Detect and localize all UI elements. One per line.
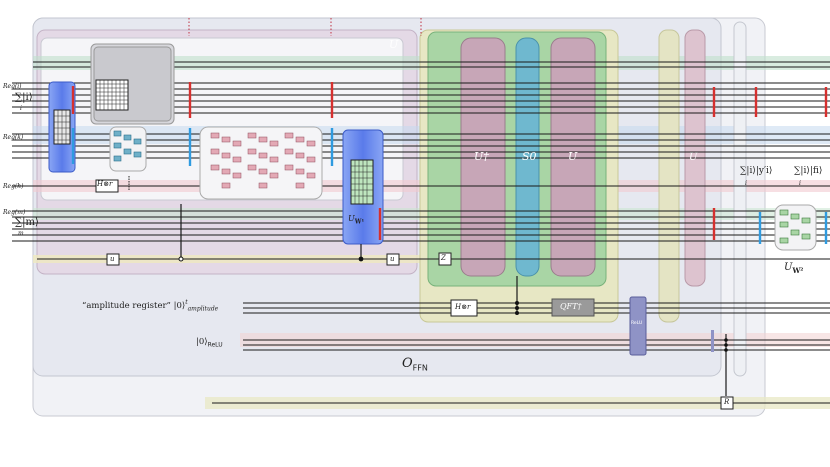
u-w1-label: UW¹ — [348, 214, 365, 226]
u-right-label: U — [568, 150, 578, 163]
faint-olive-column — [658, 29, 680, 323]
control-dot-3 — [515, 306, 519, 310]
reg-i-sum: ∑|i⟩ — [15, 92, 33, 103]
z-box — [438, 252, 452, 266]
u-box-2 — [386, 253, 400, 266]
qft-dagger-box — [551, 298, 595, 317]
ket-y-label: ∑|i⟩|y′i⟩ — [740, 166, 773, 176]
control-dot-6 — [724, 343, 728, 347]
s0-label: S0 — [522, 150, 537, 163]
hadamard-left-label: H⊗r — [97, 180, 113, 188]
relu-gate-box — [629, 296, 647, 356]
reg-h-label: Reg(h) — [3, 183, 24, 190]
control-dot-1 — [358, 256, 364, 262]
relu-gate-label: ReLU — [631, 321, 643, 326]
control-dot-5 — [724, 338, 728, 342]
ket-f-label: ∑|i⟩|fi⟩ — [794, 166, 823, 176]
left-grid-icon — [53, 109, 71, 145]
control-dot-7 — [724, 348, 728, 352]
r-box-label: R — [724, 398, 730, 406]
control-dot-open — [178, 256, 184, 262]
red-marks — [71, 82, 828, 240]
reg-m-sum-sub: m — [18, 230, 24, 237]
hadamard-mid-box — [450, 299, 478, 317]
u-box-1 — [106, 253, 120, 266]
reg-i-label: Reg(i) — [3, 83, 22, 90]
r-box — [720, 396, 734, 410]
ket-y-sub: i — [745, 180, 747, 187]
u-box-2-label: u — [390, 255, 395, 263]
u-box-1-label: u — [110, 255, 115, 263]
u-w2-icon — [774, 204, 817, 251]
hadamard-left-box — [95, 179, 119, 193]
big-u-label: U — [389, 38, 399, 51]
u-w1-grid-icon — [350, 159, 374, 205]
ffn-label: OFFN — [402, 356, 428, 373]
control-dot-2 — [515, 301, 519, 305]
faint-grey-column — [733, 21, 747, 377]
blue-marks — [71, 128, 828, 244]
hadamard-mid-label: H⊗r — [455, 303, 471, 311]
z-box-label: Z — [441, 254, 446, 262]
ket-f-sub: i — [799, 180, 801, 187]
amplitude-register-label: “amplitude register” |0⟩tamplitude — [82, 299, 219, 313]
control-dot-4 — [515, 311, 519, 315]
small-purple-marker — [711, 330, 714, 352]
stacked-matrix-icon — [90, 43, 175, 125]
reg-m-sum: ∑|m⟩ — [15, 217, 39, 228]
qft-dagger-label: QFT† — [560, 302, 582, 311]
relu-register-label: |0⟩ReLU — [196, 337, 223, 349]
reg-m-label: Reg(m) — [3, 209, 26, 216]
u-dagger-label: U† — [474, 150, 489, 163]
reg-i-sum-sub: i — [20, 105, 22, 112]
small-tree-icon — [109, 126, 147, 172]
u-w2-label: UW² — [784, 262, 804, 275]
faint-u-label: U — [689, 152, 698, 163]
reg-k-label: Reg(k) — [3, 134, 24, 141]
pink-block-grid — [199, 126, 323, 200]
